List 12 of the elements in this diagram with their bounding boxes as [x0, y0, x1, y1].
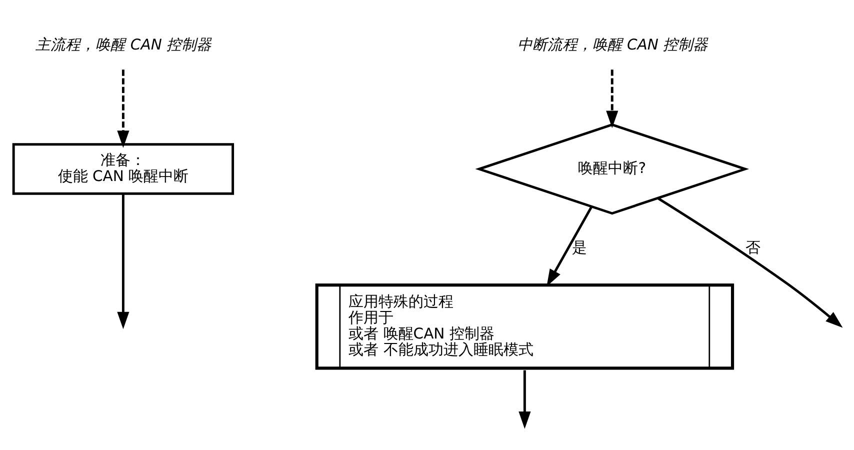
- arrow: [518, 370, 531, 428]
- edge-label: 否: [746, 238, 761, 256]
- node-box: 准备： 使能 CAN 唤醒中断: [12, 142, 234, 194]
- node-text: 主流程，唤醒 CAN 控制器: [36, 36, 212, 54]
- arrow: [657, 196, 843, 328]
- edge-label: 是: [572, 238, 587, 256]
- node-diamond: 唤醒中断?: [475, 122, 750, 214]
- arrow: [117, 193, 130, 329]
- arrow: [117, 69, 130, 148]
- arrow: [546, 206, 593, 286]
- node-text: 中断流程，唤醒 CAN 控制器: [517, 36, 708, 54]
- arrow: [606, 69, 618, 128]
